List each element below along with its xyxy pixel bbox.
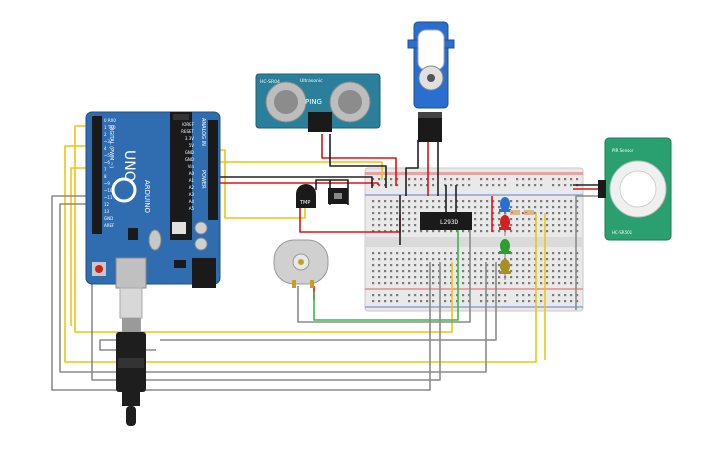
- arduino-logo-text: ARDUINO: [143, 180, 151, 213]
- wire-red-5v: [216, 182, 379, 185]
- driver-ic: L293D: [420, 212, 472, 230]
- power-pin-label: A5: [189, 206, 195, 211]
- power-pin-label: GND: [185, 150, 194, 155]
- slide-switch[interactable]: [328, 188, 348, 204]
- resistors: [510, 210, 534, 215]
- digital-pin-label: GND: [104, 216, 113, 221]
- digital-pin-label: ~9: [104, 181, 110, 186]
- led-group: [499, 197, 511, 280]
- wire-yellow-d5: [70, 167, 92, 326]
- ultrasonic-label: PING: [305, 98, 322, 106]
- analog-header-label: ANALOG IN: [200, 118, 206, 146]
- wire-red-sonar: [321, 134, 397, 186]
- power-pin-label: 5V: [189, 143, 195, 148]
- digital-pin-label: 4: [104, 146, 107, 151]
- usb-port: [115, 257, 147, 289]
- usb-cable: [116, 287, 146, 426]
- power-pin-label: A0: [189, 171, 195, 176]
- ultrasonic-text: Ultrasonic: [300, 78, 323, 84]
- power-pin-label: A4: [189, 199, 195, 204]
- digital-pin-label: 12: [104, 202, 110, 207]
- power-jack: [192, 258, 216, 288]
- wire-gray-3: [91, 212, 441, 381]
- power-pin-label: RESET: [181, 129, 194, 134]
- wire-black-sonar: [329, 134, 387, 188]
- power-pin-label: Vin: [188, 164, 195, 169]
- digital-pin-label: ~10: [104, 188, 113, 193]
- power-header-label: POWER: [200, 170, 206, 189]
- digital-pin-label: AREF: [104, 223, 115, 228]
- digital-pin-label: 1 TX0: [104, 125, 116, 130]
- pir-sensor: PIR Sensor HC-SR501: [598, 137, 672, 241]
- digital-pin-label: 2: [104, 132, 107, 137]
- power-pin-label: 3.3V: [185, 136, 194, 141]
- power-pin-label: A2: [189, 185, 195, 190]
- wire-yellow-top: [216, 161, 383, 180]
- wire-gray-1: [51, 195, 431, 391]
- wire-black-gnd: [216, 176, 373, 188]
- ultrasonic-model: HC-SR04: [260, 79, 280, 85]
- wire-gray-motor: [297, 230, 471, 323]
- power-pin-label: GND: [185, 157, 194, 162]
- digital-pin-label: 0 RX0: [104, 118, 116, 123]
- wire-gray-2: [59, 203, 487, 373]
- pir-label-right: HC-SR501: [612, 230, 633, 235]
- digital-header-label: DIGITAL (PWM ~): [108, 125, 114, 168]
- led: [499, 259, 511, 280]
- arduino-brand: UNO: [121, 150, 137, 182]
- led: [499, 215, 511, 236]
- ultrasonic-sensor: HC-SR04 Ultrasonic PING: [255, 73, 381, 132]
- digital-pin-label: 7: [104, 167, 107, 172]
- wires: [51, 125, 605, 391]
- digital-pin-label: 8: [104, 174, 107, 179]
- wire-gray-pir: [575, 195, 605, 310]
- wire-yellow-d3: [64, 145, 537, 363]
- wire-yellow-5v-tmp: [216, 149, 306, 219]
- driver-ic-label: L293D: [440, 219, 458, 226]
- digital-pin-label: ~5: [104, 153, 110, 158]
- power-pin-label: A1: [189, 178, 195, 183]
- digital-pin-label: 13: [104, 209, 110, 214]
- digital-pin-label: ~3: [104, 139, 110, 144]
- breadboard: [364, 167, 584, 312]
- arduino-uno: UNO ARDUINO DIGITAL (PWM ~) POWER ANALOG…: [85, 111, 221, 289]
- digital-pin-label: ~6: [104, 160, 110, 165]
- wire-green-motor: [313, 230, 459, 321]
- dc-motor: [273, 239, 329, 288]
- wire-yellow-d2: [74, 125, 453, 333]
- wire-gray-bb: [160, 262, 497, 341]
- temperature-sensor: TMP: [296, 184, 316, 208]
- servo-motor: [407, 21, 455, 142]
- power-pin-label: IOREF: [182, 122, 195, 127]
- digital-pin-label: ~11: [104, 195, 113, 200]
- tmp-label: TMP: [299, 200, 310, 206]
- pir-label-left: PIR Sensor: [612, 148, 634, 153]
- power-pin-label: A3: [189, 192, 195, 197]
- wire-black-servo2: [405, 140, 419, 196]
